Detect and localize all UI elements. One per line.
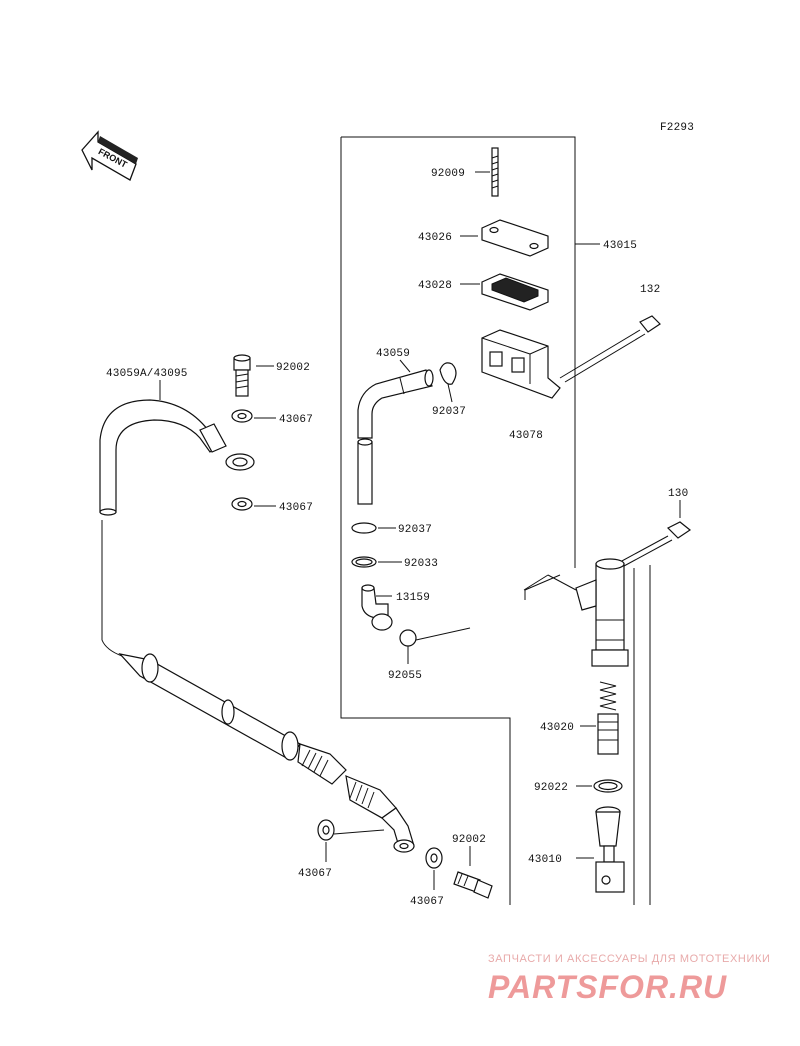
figure-id: F2293 (660, 122, 694, 134)
clamp-92037-a (439, 362, 457, 403)
label-92037-a: 92037 (432, 406, 466, 418)
label-43078: 43078 (509, 430, 543, 442)
clamp-92037-b (351, 522, 396, 534)
banjo-bolt-92002-bot (453, 871, 493, 899)
elbow-13159 (361, 584, 393, 631)
label-132: 132 (640, 284, 660, 296)
banjo-bolt-92002-top (233, 354, 251, 397)
bolt-132 (559, 315, 661, 383)
brake-hose-43059a (99, 399, 415, 853)
label-43028: 43028 (418, 280, 452, 292)
screw-92009 (475, 147, 499, 197)
label-92002-bot: 92002 (452, 834, 486, 846)
label-43067-d: 43067 (410, 896, 444, 908)
label-43067-a: 43067 (279, 414, 313, 426)
label-43010: 43010 (528, 854, 562, 866)
label-43059: 43059 (376, 348, 410, 360)
label-13159: 13159 (396, 592, 430, 604)
label-92037-b: 92037 (398, 524, 432, 536)
front-arrow-icon: FRONT (81, 130, 138, 181)
label-92002-top: 92002 (276, 362, 310, 374)
label-43067-b: 43067 (279, 502, 313, 514)
label-92055: 92055 (388, 670, 422, 682)
label-92022: 92022 (534, 782, 568, 794)
label-92033: 92033 (404, 558, 438, 570)
diaphragm-43028 (460, 273, 549, 311)
piston-spring-43020 (580, 681, 619, 755)
washer-43067-a (231, 409, 276, 423)
label-43020: 43020 (540, 722, 574, 734)
group-frame-top (341, 136, 576, 568)
washer-43067-d (425, 847, 443, 890)
hose-spring (301, 749, 329, 777)
watermark-tagline: ЗАПЧАСТИ И АКСЕССУАРЫ ДЛЯ МОТОТЕХНИКИ (488, 953, 770, 965)
label-43015: 43015 (603, 240, 637, 252)
label-43067-c: 43067 (298, 868, 332, 880)
bolt-130 (619, 521, 692, 567)
hose-spring-2 (349, 781, 375, 809)
push-rod-43010 (576, 806, 625, 893)
label-130: 130 (668, 488, 688, 500)
watermark-brand: PARTSFOR.RU (488, 969, 727, 1005)
label-92009: 92009 (431, 168, 465, 180)
washer-43067-b (231, 497, 276, 511)
snap-ring-92022 (576, 779, 623, 793)
label-43026: 43026 (418, 232, 452, 244)
group-frame-left (340, 137, 511, 905)
ring-92033 (351, 556, 402, 568)
master-cylinder-43078 (481, 329, 561, 399)
rear-master-cylinder (523, 558, 629, 667)
oring-92055 (399, 627, 471, 664)
cap-43026 (460, 219, 549, 257)
washer-43067-c (317, 819, 385, 862)
label-43059a: 43059A/43095 (106, 368, 188, 380)
reservoir-hose-43059 (357, 369, 434, 505)
